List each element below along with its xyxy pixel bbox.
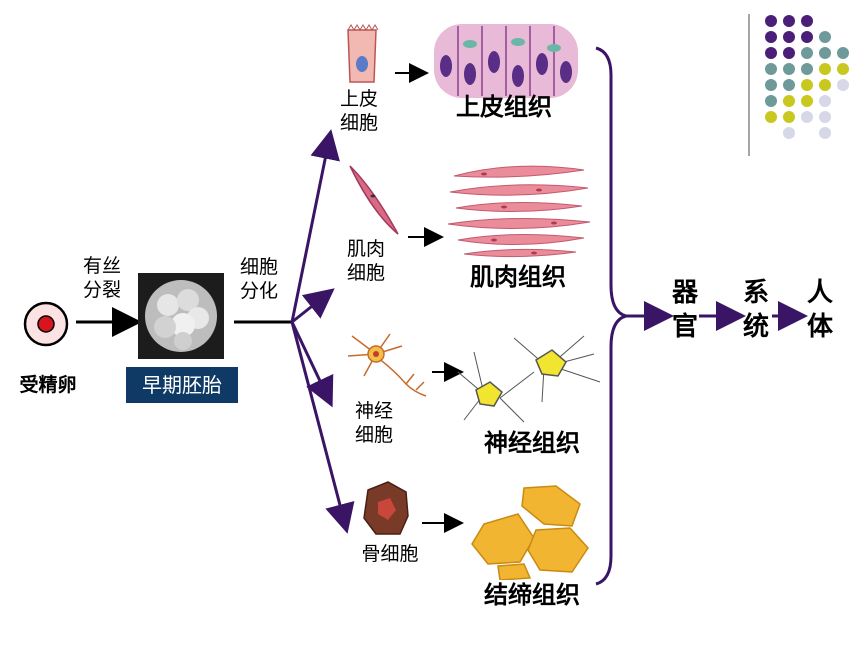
branch-arrow-nerve: [290, 321, 334, 408]
muscle-cell-label: 肌肉细胞: [346, 238, 385, 284]
bone-cell-label: 骨细胞: [361, 543, 419, 565]
bone-cell-image: [363, 481, 409, 535]
epithelial-tissue-image: [434, 24, 578, 98]
connective-tissue-image: [471, 485, 589, 580]
branch-arrow-bone: [290, 321, 355, 534]
epithelial-cell-label: 上皮细胞: [339, 88, 378, 134]
organ-label: 器官: [671, 278, 698, 342]
epithelial-cell-image: [347, 24, 379, 83]
grouping-brace: [595, 46, 632, 586]
early-embryo-image: [138, 273, 224, 359]
nerve-cell-image: [347, 333, 427, 397]
differentiation-label: 细胞分化: [239, 256, 278, 302]
division-label: 有丝分裂: [82, 255, 121, 301]
muscle-tissue-label: 肌肉组织: [470, 263, 566, 291]
nerve-tissue-label: 神经组织: [484, 429, 580, 457]
connective-tissue-label: 结缔组织: [484, 581, 580, 609]
zygote-icon: [23, 301, 69, 347]
epithelial-tissue-label: 上皮组织: [456, 93, 552, 121]
branch-arrow-epithelial: [290, 129, 340, 323]
nerve-cell-label: 神经细胞: [354, 400, 393, 446]
branch-arrow-muscle: [291, 288, 335, 324]
nerve-tissue-image: [457, 335, 601, 423]
muscle-cell-image: [349, 165, 399, 235]
body-label: 人体: [806, 278, 833, 342]
muscle-tissue-image: [447, 165, 591, 258]
system-label: 系统: [742, 278, 769, 342]
zygote-label: 受精卵: [19, 374, 77, 396]
early-embryo-label: 早期胚胎: [126, 367, 238, 403]
